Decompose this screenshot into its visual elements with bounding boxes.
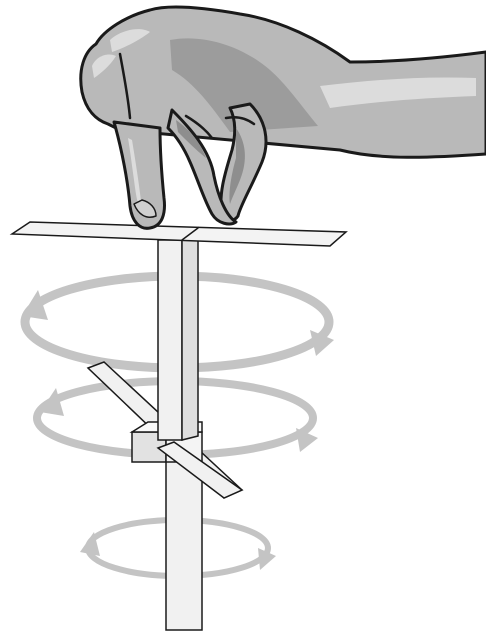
upper-blade [9, 221, 348, 247]
hand [79, 5, 486, 230]
finger-crease [118, 52, 132, 120]
upper-blade-strip [9, 221, 348, 247]
knuckle-crease-2 [224, 116, 256, 126]
thumb-shade [229, 128, 245, 204]
index-finger-highlight [128, 138, 142, 210]
lower-shaft-body [165, 454, 203, 631]
knuckle-highlight-1 [110, 29, 150, 52]
upper-shaft [157, 226, 199, 441]
upper-blade-fold [181, 227, 199, 241]
index-fingernail [133, 199, 157, 218]
hand-shading [170, 38, 318, 132]
lower-blade-overlap [156, 441, 244, 499]
knuckle-highlight-2 [92, 54, 116, 78]
index-finger [112, 120, 166, 230]
lower-shaft [165, 454, 203, 631]
rotation-arrow-lower-head-left [80, 532, 100, 556]
upper-shaft-body [157, 239, 183, 441]
rotation-arrow-upper-head-right [310, 330, 334, 356]
rotation-arrow-upper-head-left [22, 290, 48, 320]
knuckle-crease-1 [184, 114, 214, 140]
rotation-arrow-lower-head-right [258, 548, 276, 570]
middle-finger-shade [176, 120, 206, 158]
arm-highlight [320, 77, 476, 108]
rotation-arrow-middle-head-left [40, 388, 64, 416]
rotation-arrow-middle-head-right [296, 428, 318, 452]
upper-shaft-shade [181, 226, 199, 441]
